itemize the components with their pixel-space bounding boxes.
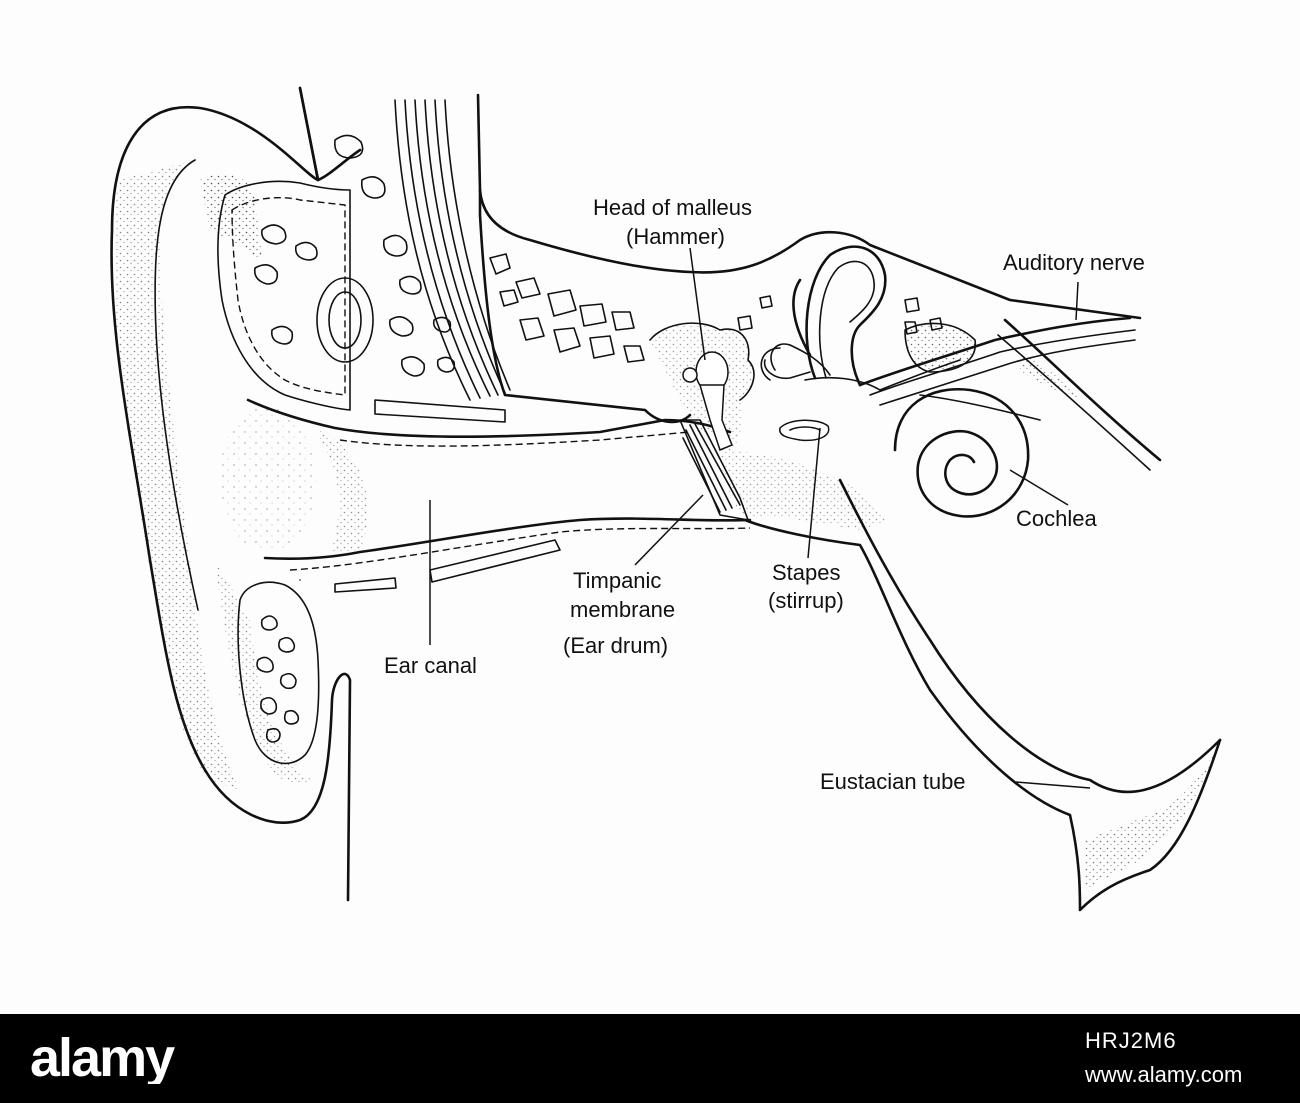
- alamy-logo: alamy: [30, 1032, 177, 1084]
- leader-eustacian: [1015, 781, 1091, 789]
- pinna: [110, 86, 352, 902]
- temporal-region: [217, 93, 1142, 424]
- cochlea-spiral: [893, 387, 1030, 518]
- mastoid-cells: [253, 134, 456, 377]
- label-head-of-malleus: Head of malleus: [593, 195, 752, 220]
- leader-cochlea: [1009, 469, 1069, 506]
- label-stapes: Stapes: [772, 560, 841, 585]
- leader-timpanic: [634, 494, 704, 566]
- lobe-bone-cells: [256, 615, 300, 743]
- label-ear-drum: (Ear drum): [563, 633, 668, 658]
- leader-malleus: [689, 247, 706, 361]
- muscle-fibers: [394, 99, 511, 401]
- site-url: www.alamy.com: [1085, 1062, 1243, 1087]
- label-ear-canal: Ear canal: [384, 653, 477, 678]
- label-stirrup: (stirrup): [768, 588, 844, 613]
- leader-stapes: [807, 427, 821, 559]
- svg-text:alamy: alamy: [30, 1032, 175, 1084]
- stapes-bone: [763, 359, 830, 442]
- label-cochlea: Cochlea: [1016, 506, 1097, 531]
- tympanic-membrane-rays: [682, 423, 741, 513]
- label-eustacian-tube: Eustacian tube: [820, 769, 966, 794]
- ear-anatomy-illustration: Head of malleus (Hammer) Auditory nerve …: [110, 86, 1222, 912]
- label-auditory-nerve: Auditory nerve: [1003, 250, 1145, 275]
- label-hammer: (Hammer): [626, 224, 725, 249]
- inner-ear: [760, 245, 1162, 518]
- auditory-nerve-bundle: [858, 316, 1162, 471]
- labels: Head of malleus (Hammer) Auditory nerve …: [384, 195, 1145, 794]
- middle-ear: [649, 322, 1222, 912]
- image-id: HRJ2M6: [1085, 1028, 1177, 1053]
- ear-canal-region: [220, 398, 752, 593]
- leader-lines: [429, 247, 1091, 789]
- label-timpanic: Timpanic: [573, 568, 661, 593]
- malleus-bone: [682, 351, 733, 452]
- label-membrane: membrane: [570, 597, 675, 622]
- leader-auditory-nerve: [1075, 281, 1079, 321]
- watermark-footer: alamy HRJ2M6 www.alamy.com: [0, 1014, 1300, 1103]
- temporal-bone-cells: [489, 253, 943, 363]
